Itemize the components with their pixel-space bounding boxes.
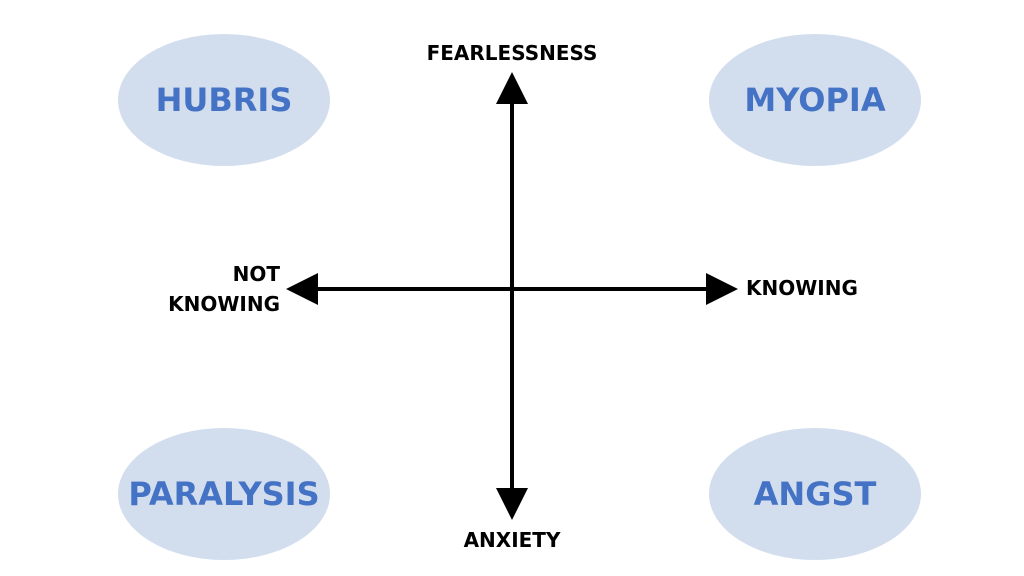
quadrant-bottom-right-label: ANGST (753, 475, 877, 513)
quadrant-bottom-left-bubble: PARALYSIS (118, 428, 330, 560)
axis-label-right: KNOWING (746, 276, 858, 300)
axis-label-bottom: ANXIETY (463, 528, 561, 552)
quadrant-top-left-bubble: HUBRIS (118, 34, 330, 166)
axis-label-top: FEARLESSNESS (426, 41, 598, 65)
quadrant-top-right-bubble: MYOPIA (709, 34, 921, 166)
axis-label-left: NOT KNOWING (168, 262, 280, 316)
quadrant-top-right-label: MYOPIA (744, 81, 886, 119)
quadrant-top-left-label: HUBRIS (155, 81, 293, 119)
quadrant-bottom-right-bubble: ANGST (709, 428, 921, 560)
quadrant-bottom-left-label: PARALYSIS (128, 475, 320, 513)
